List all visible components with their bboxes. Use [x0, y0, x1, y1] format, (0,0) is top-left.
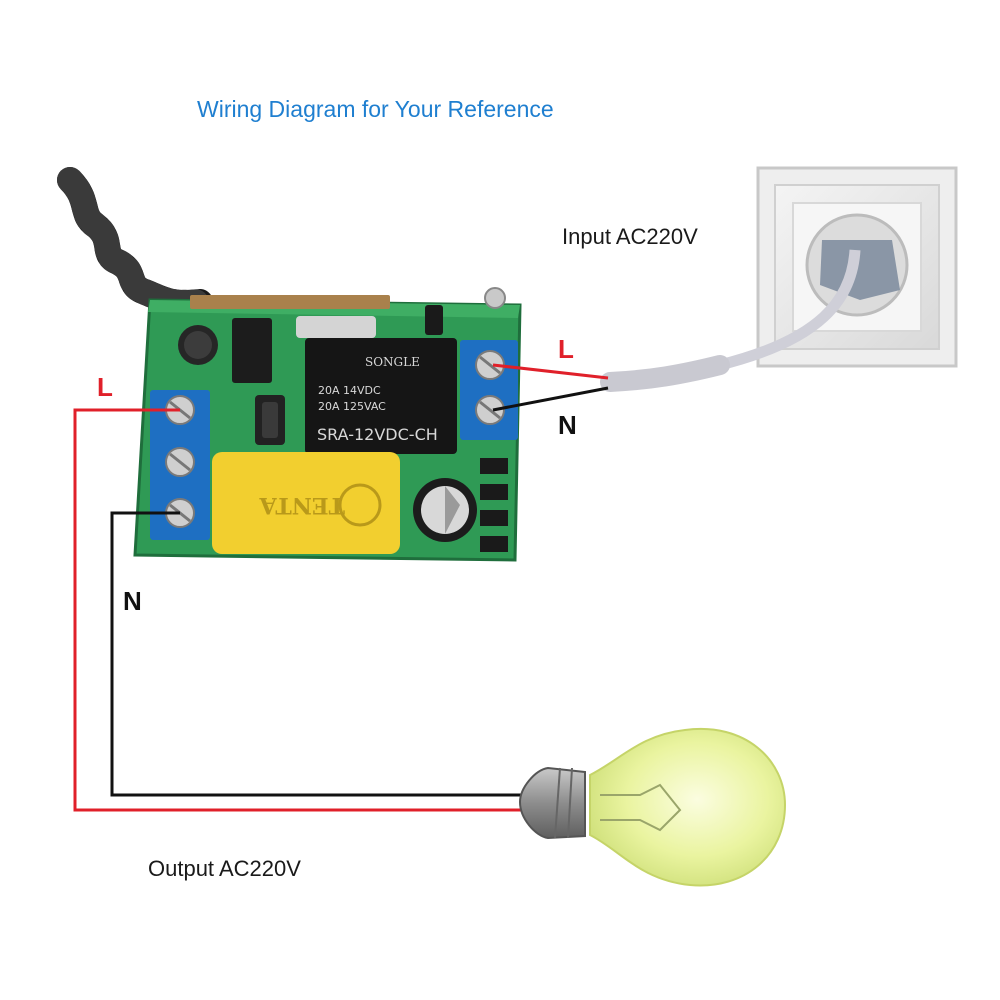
relay-brand: SONGLE — [365, 355, 420, 369]
input-live-wire — [492, 363, 609, 380]
relay-rating-2: 20A 125VAC — [318, 400, 386, 413]
output-label: Output AC220V — [148, 856, 301, 881]
light-bulb-icon — [518, 727, 787, 887]
input-cable — [600, 355, 730, 392]
output-live-wire — [73, 408, 525, 812]
relay-model: SRA-12VDC-CH — [317, 425, 438, 444]
antenna-coil-icon — [57, 167, 213, 316]
input-live-label: L — [558, 334, 574, 364]
output-terminal-block — [150, 390, 210, 540]
input-terminal-block — [460, 340, 518, 440]
wall-socket-icon — [718, 166, 958, 371]
input-neutral-wire — [492, 386, 609, 412]
output-neutral-label: N — [123, 586, 142, 616]
receiver-module: SONGLE 20A 14VDC 20A 125VAC SRA-12VDC-CH… — [133, 287, 522, 562]
input-neutral-label: N — [558, 410, 577, 440]
diagram-title: Wiring Diagram for Your Reference — [197, 96, 554, 122]
capacitor-text: TENTA — [259, 492, 345, 518]
relay-rating-1: 20A 14VDC — [318, 384, 381, 397]
output-neutral-wire — [110, 511, 525, 797]
input-label: Input AC220V — [562, 224, 698, 249]
output-live-label: L — [97, 372, 113, 402]
x2-capacitor — [212, 452, 400, 554]
relay — [305, 338, 457, 454]
